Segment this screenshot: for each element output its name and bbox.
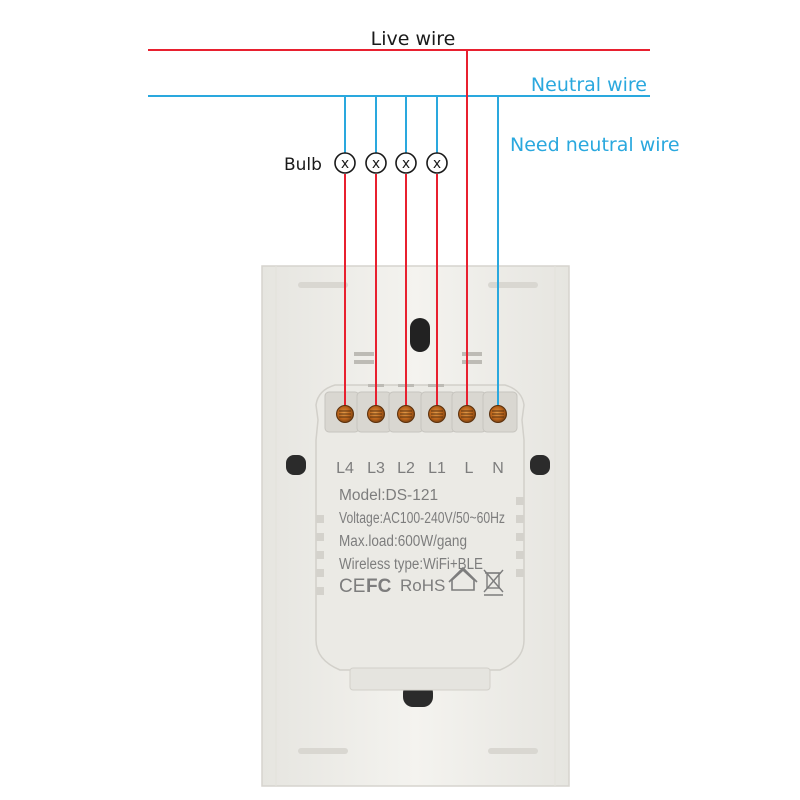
need-neutral-wire-label: Need neutral wire bbox=[510, 134, 680, 156]
terminal-screw-n bbox=[489, 405, 507, 423]
rohs-mark: RoHS bbox=[400, 576, 445, 595]
spec-voltage: Voltage:AC100-240V/50~60Hz bbox=[339, 510, 505, 527]
ce-mark: CE bbox=[339, 576, 365, 597]
mounting-hole-right bbox=[530, 455, 550, 475]
terminal-screw-l bbox=[458, 405, 476, 423]
terminal-screw-l3 bbox=[367, 405, 385, 423]
terminal-screws bbox=[336, 405, 507, 423]
terminal-label-l1: L1 bbox=[428, 460, 446, 477]
bulb-label: Bulb bbox=[284, 155, 322, 175]
terminal-screw-l2 bbox=[397, 405, 415, 423]
terminal-screw-l4 bbox=[336, 405, 354, 423]
bulb-icon: x bbox=[334, 152, 356, 174]
neutral-wire-label: Neutral wire bbox=[531, 74, 647, 96]
bulb-icon: x bbox=[395, 152, 417, 174]
spec-max-load: Max.load:600W/gang bbox=[339, 533, 467, 550]
bulb-icon: x bbox=[426, 152, 448, 174]
terminal-label-l2: L2 bbox=[397, 460, 415, 477]
terminal-label-n: N bbox=[492, 460, 504, 477]
top-oval-hole bbox=[410, 318, 430, 352]
certification-marks: CE FC RoHS bbox=[339, 566, 504, 597]
terminal-screw-l1 bbox=[428, 405, 446, 423]
terminal-label-l4: L4 bbox=[336, 460, 354, 477]
bulb-symbol: x bbox=[433, 156, 441, 172]
bulb-icon: x bbox=[365, 152, 387, 174]
weee-bin-icon bbox=[483, 569, 504, 596]
house-icon bbox=[448, 566, 478, 591]
mounting-hole-left bbox=[286, 455, 306, 475]
terminal-labels: L4 L3 L2 L1 L N bbox=[336, 460, 504, 477]
vertical-wires bbox=[344, 50, 499, 413]
spec-wireless: Wireless type:WiFi+BLE bbox=[339, 556, 483, 573]
live-wire-label: Live wire bbox=[371, 28, 456, 50]
bulb-symbol: x bbox=[372, 156, 380, 172]
fc-mark: FC bbox=[366, 576, 392, 597]
bulb-symbol: x bbox=[341, 156, 349, 172]
terminal-label-l3: L3 bbox=[367, 460, 385, 477]
printed-specs: Model:DS-121 Voltage:AC100-240V/50~60Hz … bbox=[339, 487, 505, 573]
bulb-symbol: x bbox=[402, 156, 410, 172]
rear-module bbox=[315, 352, 525, 691]
terminal-label-l: L bbox=[465, 460, 474, 477]
spec-model: Model:DS-121 bbox=[339, 487, 438, 504]
